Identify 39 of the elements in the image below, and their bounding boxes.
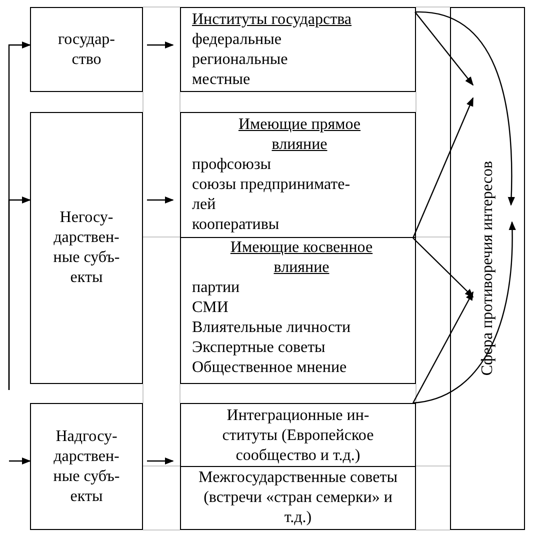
arrow [147,196,174,204]
list-item: федеральные [192,30,282,50]
box-label: Надгосу- дарствен- ные субъ- екты [52,426,121,506]
arrow [147,41,174,49]
box-label: государ- ство [56,30,116,70]
arrow [414,11,515,206]
arrow [412,291,474,404]
category-box [30,403,143,530]
list-item: кооперативы [192,215,280,235]
sphere-column [450,7,525,530]
category-box [180,466,416,530]
arrow [414,12,474,86]
arrow [412,238,474,298]
group-heading: Имеющие косвенное влияние [229,238,374,278]
category-box [30,112,143,384]
arrow [147,457,174,465]
column-title: Сфера противоречия интересов [478,161,496,376]
arrow [9,457,31,465]
group-heading: Имеющие прямое влияние [237,115,362,155]
category-box [30,7,143,92]
list-item: профсоюзы [192,155,272,175]
list-item: партии [192,278,240,298]
list-item: Влиятельные личности [192,318,351,338]
list-item: местные [192,70,250,90]
box-label: Межгосударственные советы (встречи «стран семерки» и т.д.) [198,468,398,528]
list-item: региональные [192,50,288,70]
arrow [412,221,516,404]
arrow [412,97,474,238]
list-box [180,237,416,384]
list-item: СМИ [192,298,228,318]
arrow [8,196,31,390]
list-item: Общественное мнение [192,358,347,378]
box-label: Интеграционные ин- ституты (Европейское сообщество и т.д.) [221,406,375,466]
group-heading: Институты государства [192,10,352,30]
list-box [180,7,416,92]
list-box [180,112,416,238]
category-box [180,403,416,467]
box-label: Негосу- дарствен- ные субъ- екты [52,208,121,288]
list-item: Экспертные советы [192,338,326,358]
